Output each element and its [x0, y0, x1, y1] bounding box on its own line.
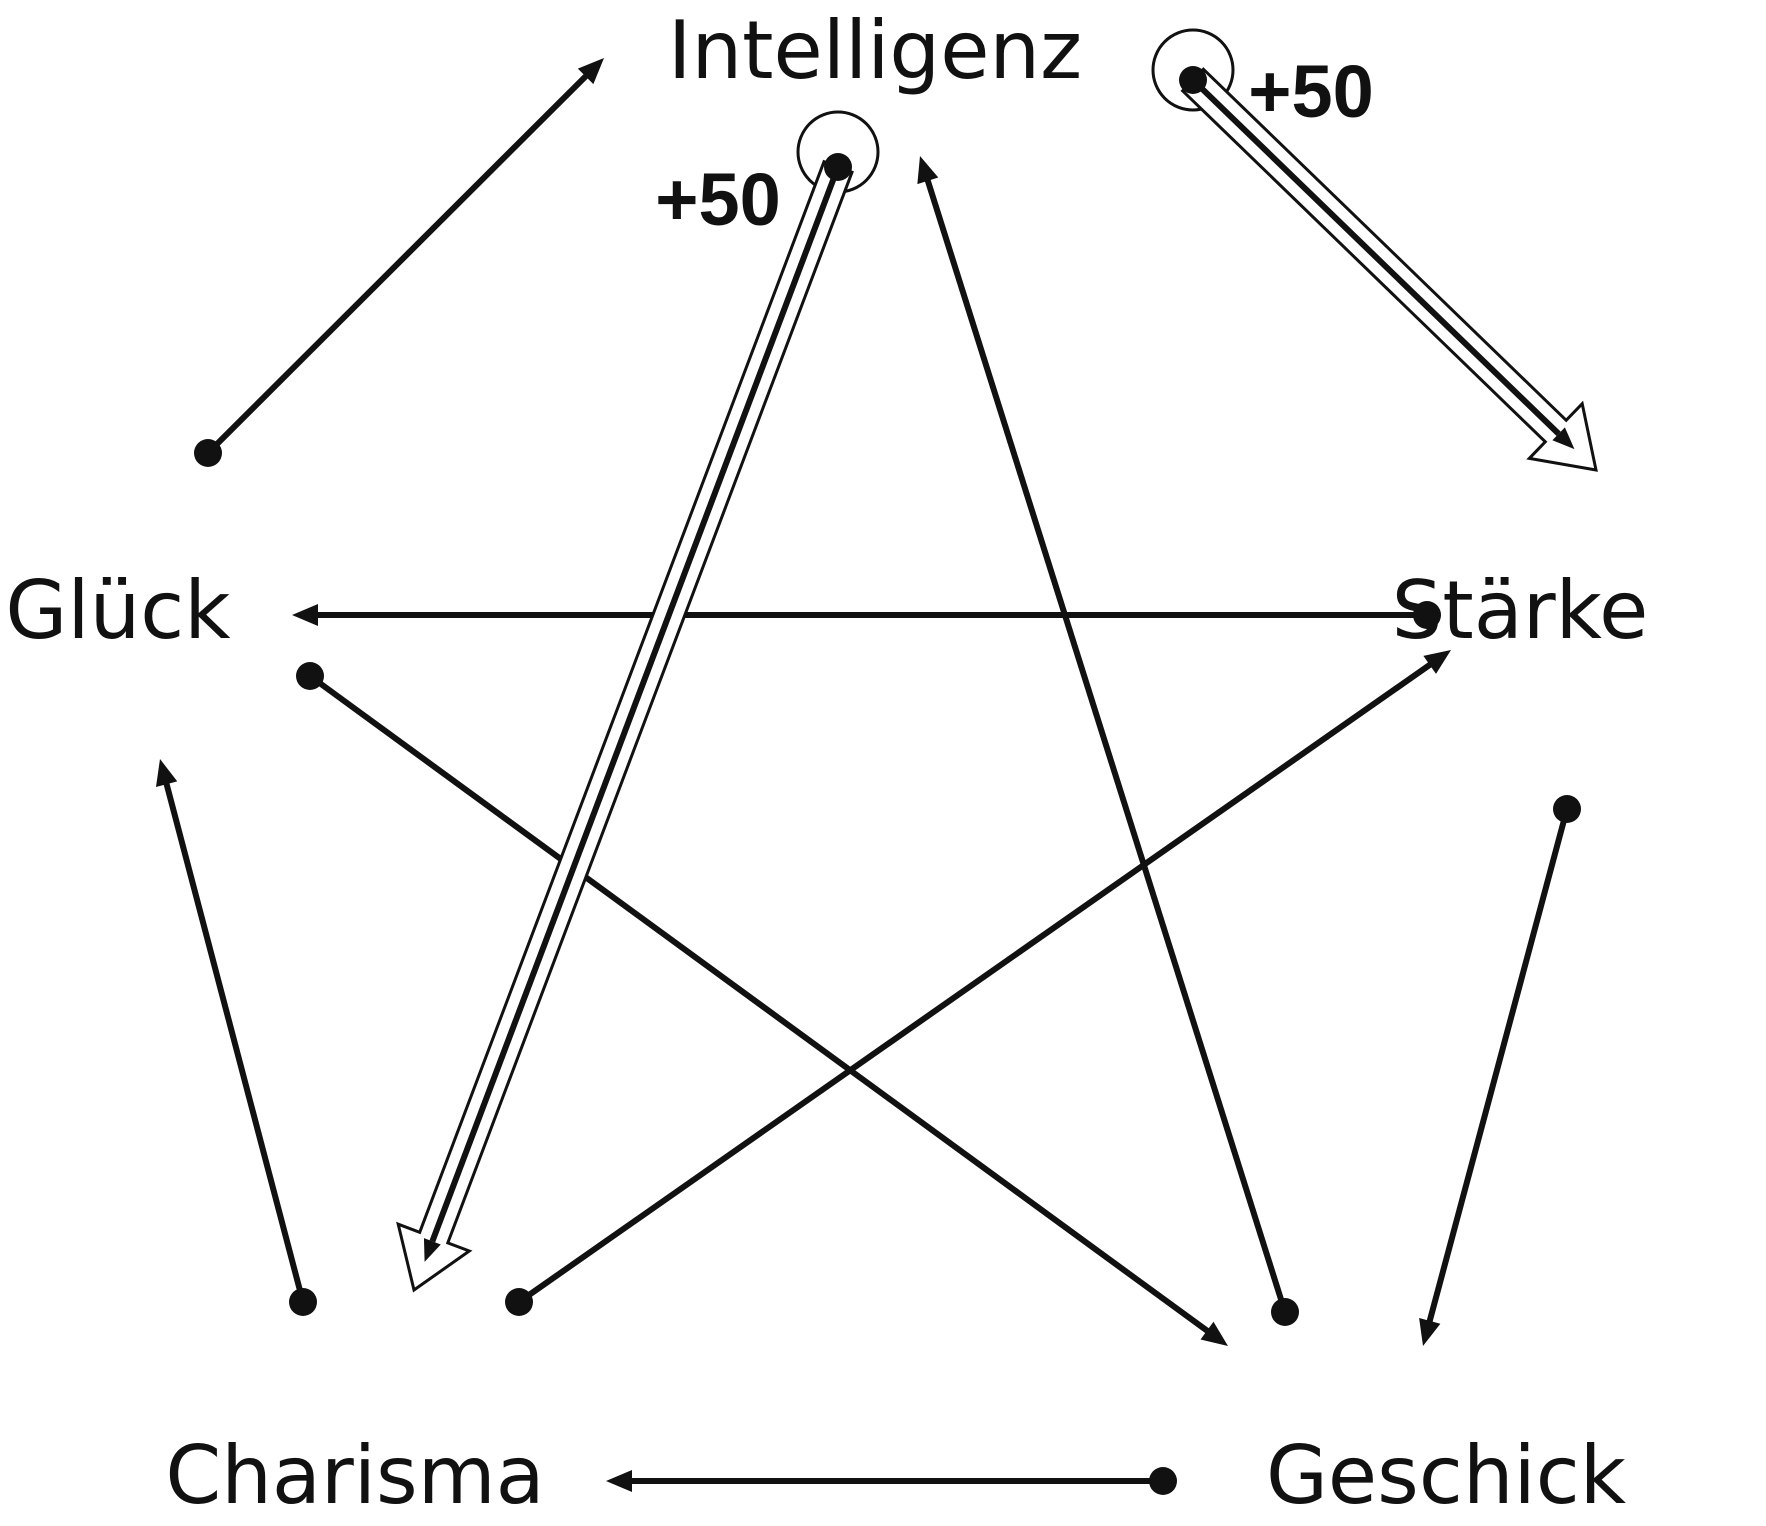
node-label-charisma: Charisma	[165, 1429, 544, 1522]
edge-charisma-to-glueck-arrowhead	[155, 759, 178, 787]
edge-staerke-to-geschick	[1419, 795, 1581, 1346]
edge-glueck-to-geschick-line	[308, 673, 1211, 1335]
edge-geschick-to-charisma-arrowhead	[606, 1470, 632, 1492]
plain-arrows	[155, 58, 1581, 1495]
bonus-arrows	[396, 28, 1598, 1293]
edge-glueck-to-intelligenz	[194, 58, 604, 467]
edge-intelligenz-to-staerke-inner-arrowhead	[1552, 427, 1575, 450]
edge-charisma-to-staerke-start-dot	[505, 1288, 533, 1316]
edge-geschick-to-intelligenz-line	[924, 177, 1288, 1313]
edge-staerke-to-glueck-start-dot	[1413, 601, 1441, 629]
edge-intelligenz-to-staerke-start-dot	[1179, 66, 1207, 94]
edge-glueck-to-geschick	[296, 662, 1228, 1346]
edge-staerke-to-geschick-start-dot	[1553, 795, 1581, 823]
edge-glueck-to-intelligenz-start-dot	[194, 439, 222, 467]
edge-intelligenz-to-charisma-inner-arrowhead	[423, 1238, 441, 1262]
node-label-glueck: Glück	[5, 564, 231, 657]
edge-geschick-to-intelligenz-start-dot	[1271, 1298, 1299, 1326]
edge-intelligenz-to-charisma-inner-line	[429, 165, 841, 1243]
edge-intelligenz-to-charisma-start-dot	[824, 153, 852, 181]
edge-staerke-to-glueck	[292, 601, 1441, 629]
edge-charisma-to-glueck	[155, 759, 317, 1316]
edge-glueck-to-geschick-start-dot	[296, 662, 324, 690]
edge-staerke-to-glueck-arrowhead	[292, 604, 318, 626]
edge-glueck-to-geschick-arrowhead	[1200, 1321, 1228, 1346]
node-label-geschick: Geschick	[1266, 1429, 1627, 1522]
edge-charisma-to-staerke	[505, 650, 1451, 1316]
edge-geschick-to-charisma	[606, 1467, 1177, 1495]
edge-intelligenz-to-staerke-inner-line	[1190, 77, 1561, 436]
edge-intelligenz-to-charisma	[396, 110, 880, 1293]
edge-intelligenz-to-staerke	[1151, 28, 1598, 472]
edge-geschick-to-charisma-start-dot	[1149, 1467, 1177, 1495]
edge-geschick-to-intelligenz-arrowhead	[917, 156, 939, 185]
edge-charisma-to-glueck-line	[163, 781, 306, 1303]
edge-charisma-to-glueck-start-dot	[289, 1288, 317, 1316]
edge-staerke-to-geschick-line	[1426, 808, 1570, 1324]
edge-glueck-to-intelligenz-line	[205, 72, 590, 456]
edge-staerke-to-geschick-arrowhead	[1419, 1318, 1441, 1346]
edge-charisma-to-staerke-arrowhead	[1423, 650, 1451, 674]
edge-glueck-to-intelligenz-arrowhead	[577, 58, 604, 85]
edge-geschick-to-intelligenz	[917, 156, 1299, 1326]
node-label-intelligenz: Intelligenz	[668, 4, 1082, 97]
edge-charisma-to-staerke-line	[517, 661, 1434, 1305]
bonus-label-intelligenz-charisma: +50	[655, 158, 781, 241]
bonus-label-intelligenz-staerke: +50	[1248, 50, 1374, 133]
